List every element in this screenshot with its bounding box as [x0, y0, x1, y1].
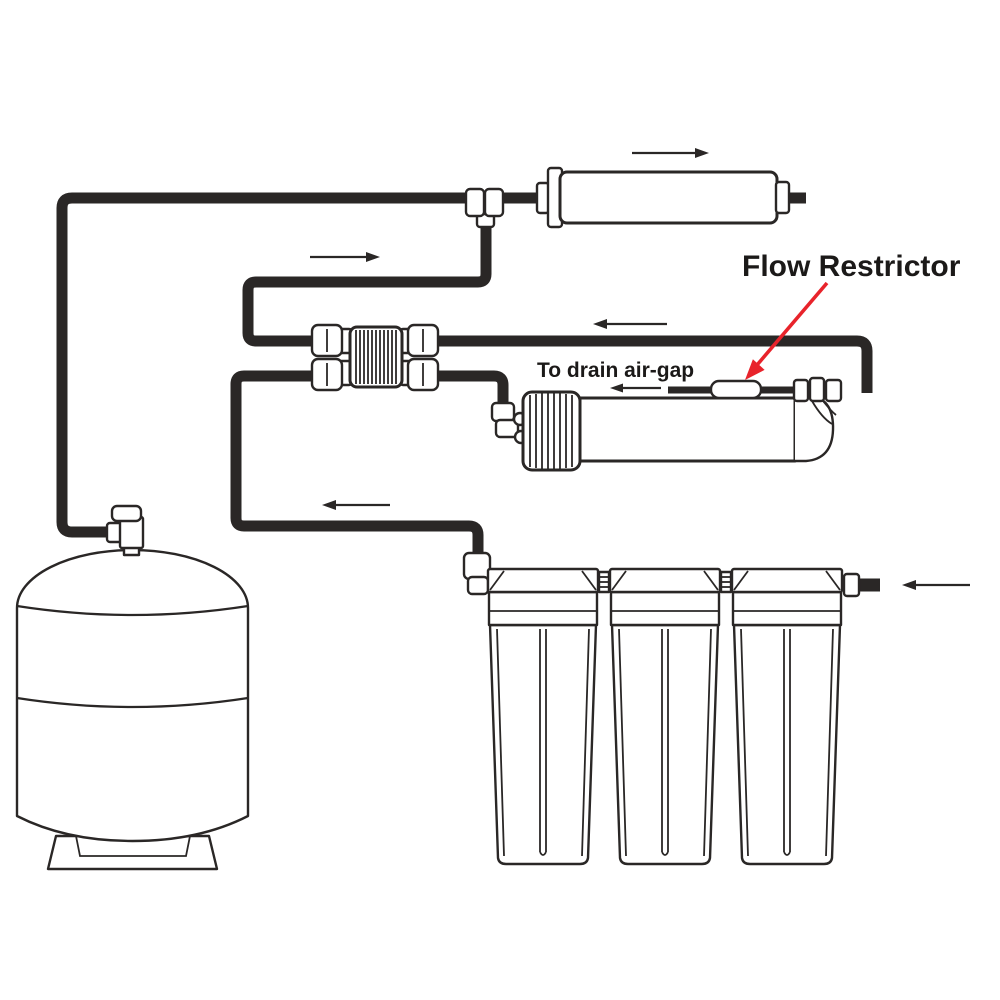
tee-fitting — [464, 187, 505, 229]
housing3-cap — [730, 567, 844, 594]
post-filter-body — [558, 170, 779, 225]
tank-valve-cap — [110, 504, 143, 523]
housing2-cap — [608, 567, 722, 594]
membrane-to-valve-flow-arrow — [593, 319, 667, 329]
housing1-collar — [487, 590, 599, 627]
flow-restrictor-label: Flow Restrictor — [742, 250, 961, 283]
membrane-port-tubes — [811, 400, 837, 425]
drain-flow-arrow — [610, 383, 661, 393]
inline-post-filter — [535, 166, 791, 229]
tank-base-inner — [75, 835, 191, 857]
flow-arrows — [310, 148, 970, 590]
housing1-cap-chamfers — [489, 570, 597, 591]
membrane-feed-tube — [434, 370, 509, 410]
post-filter-right-collar — [774, 180, 791, 215]
housing-connector-1 — [597, 570, 611, 594]
membrane-housing — [490, 376, 843, 472]
auto-shutoff-valve — [310, 323, 440, 392]
permeate-crossover-flow-arrow — [310, 252, 380, 262]
tee-nut-right — [483, 187, 505, 218]
flow-restrictor-annotation-arrow — [745, 281, 829, 380]
bank-inlet-nut — [842, 572, 861, 598]
flow-restrictor — [709, 379, 763, 400]
membrane-port-nut-3 — [824, 378, 843, 403]
membrane-port-nut-2 — [808, 376, 826, 403]
housing1-body — [488, 623, 598, 866]
housing3-body — [732, 623, 842, 866]
membrane-inlet-nut-upper — [490, 401, 516, 423]
bank-elbow-nut — [462, 551, 492, 581]
feed-line-flow-arrow — [322, 500, 390, 510]
aso-nut-lines — [326, 329, 424, 386]
housing2-collar — [609, 590, 721, 627]
aso-barrel-ribs — [355, 330, 397, 384]
housing3-inner-lines — [740, 628, 834, 857]
tee-nut-left — [464, 187, 486, 218]
housing2-body — [610, 623, 720, 866]
bank-elbow-lower — [466, 575, 490, 596]
tubing — [56, 192, 880, 592]
drain-air-gap-label: To drain air-gap — [537, 359, 694, 382]
membrane-body — [578, 396, 797, 463]
membrane-port-nut-1 — [792, 378, 810, 403]
membrane-return-tube — [434, 335, 873, 393]
membrane-inlet-nut-lower — [494, 418, 520, 439]
housing3-collar — [731, 590, 843, 627]
housing2-inner-lines — [618, 628, 712, 857]
housing1-cap — [486, 567, 600, 594]
housing-connector-2 — [719, 570, 733, 594]
permeate-riser-tube — [242, 212, 492, 347]
feed-inlet-flow-arrow — [902, 580, 970, 590]
housing1-inner-lines — [496, 628, 590, 857]
tank-seam-upper — [16, 604, 249, 617]
pre-filter-bank — [462, 551, 861, 866]
tank-supply-tube — [56, 192, 540, 538]
pre-filter-housing-1 — [486, 567, 600, 866]
tank-seam-lower — [16, 696, 249, 709]
tank-body — [15, 548, 250, 843]
housing3-cap-chamfers — [733, 570, 841, 591]
membrane-cap-ribs — [529, 393, 573, 469]
pre-filter-housing-2 — [608, 567, 722, 866]
storage-tank — [15, 504, 250, 871]
housing2-cap-chamfers — [611, 570, 719, 591]
feed-tube — [230, 370, 484, 562]
post-filter-flow-arrow — [632, 148, 709, 158]
pre-filter-housing-3 — [730, 567, 844, 866]
tank-valve — [105, 504, 145, 557]
